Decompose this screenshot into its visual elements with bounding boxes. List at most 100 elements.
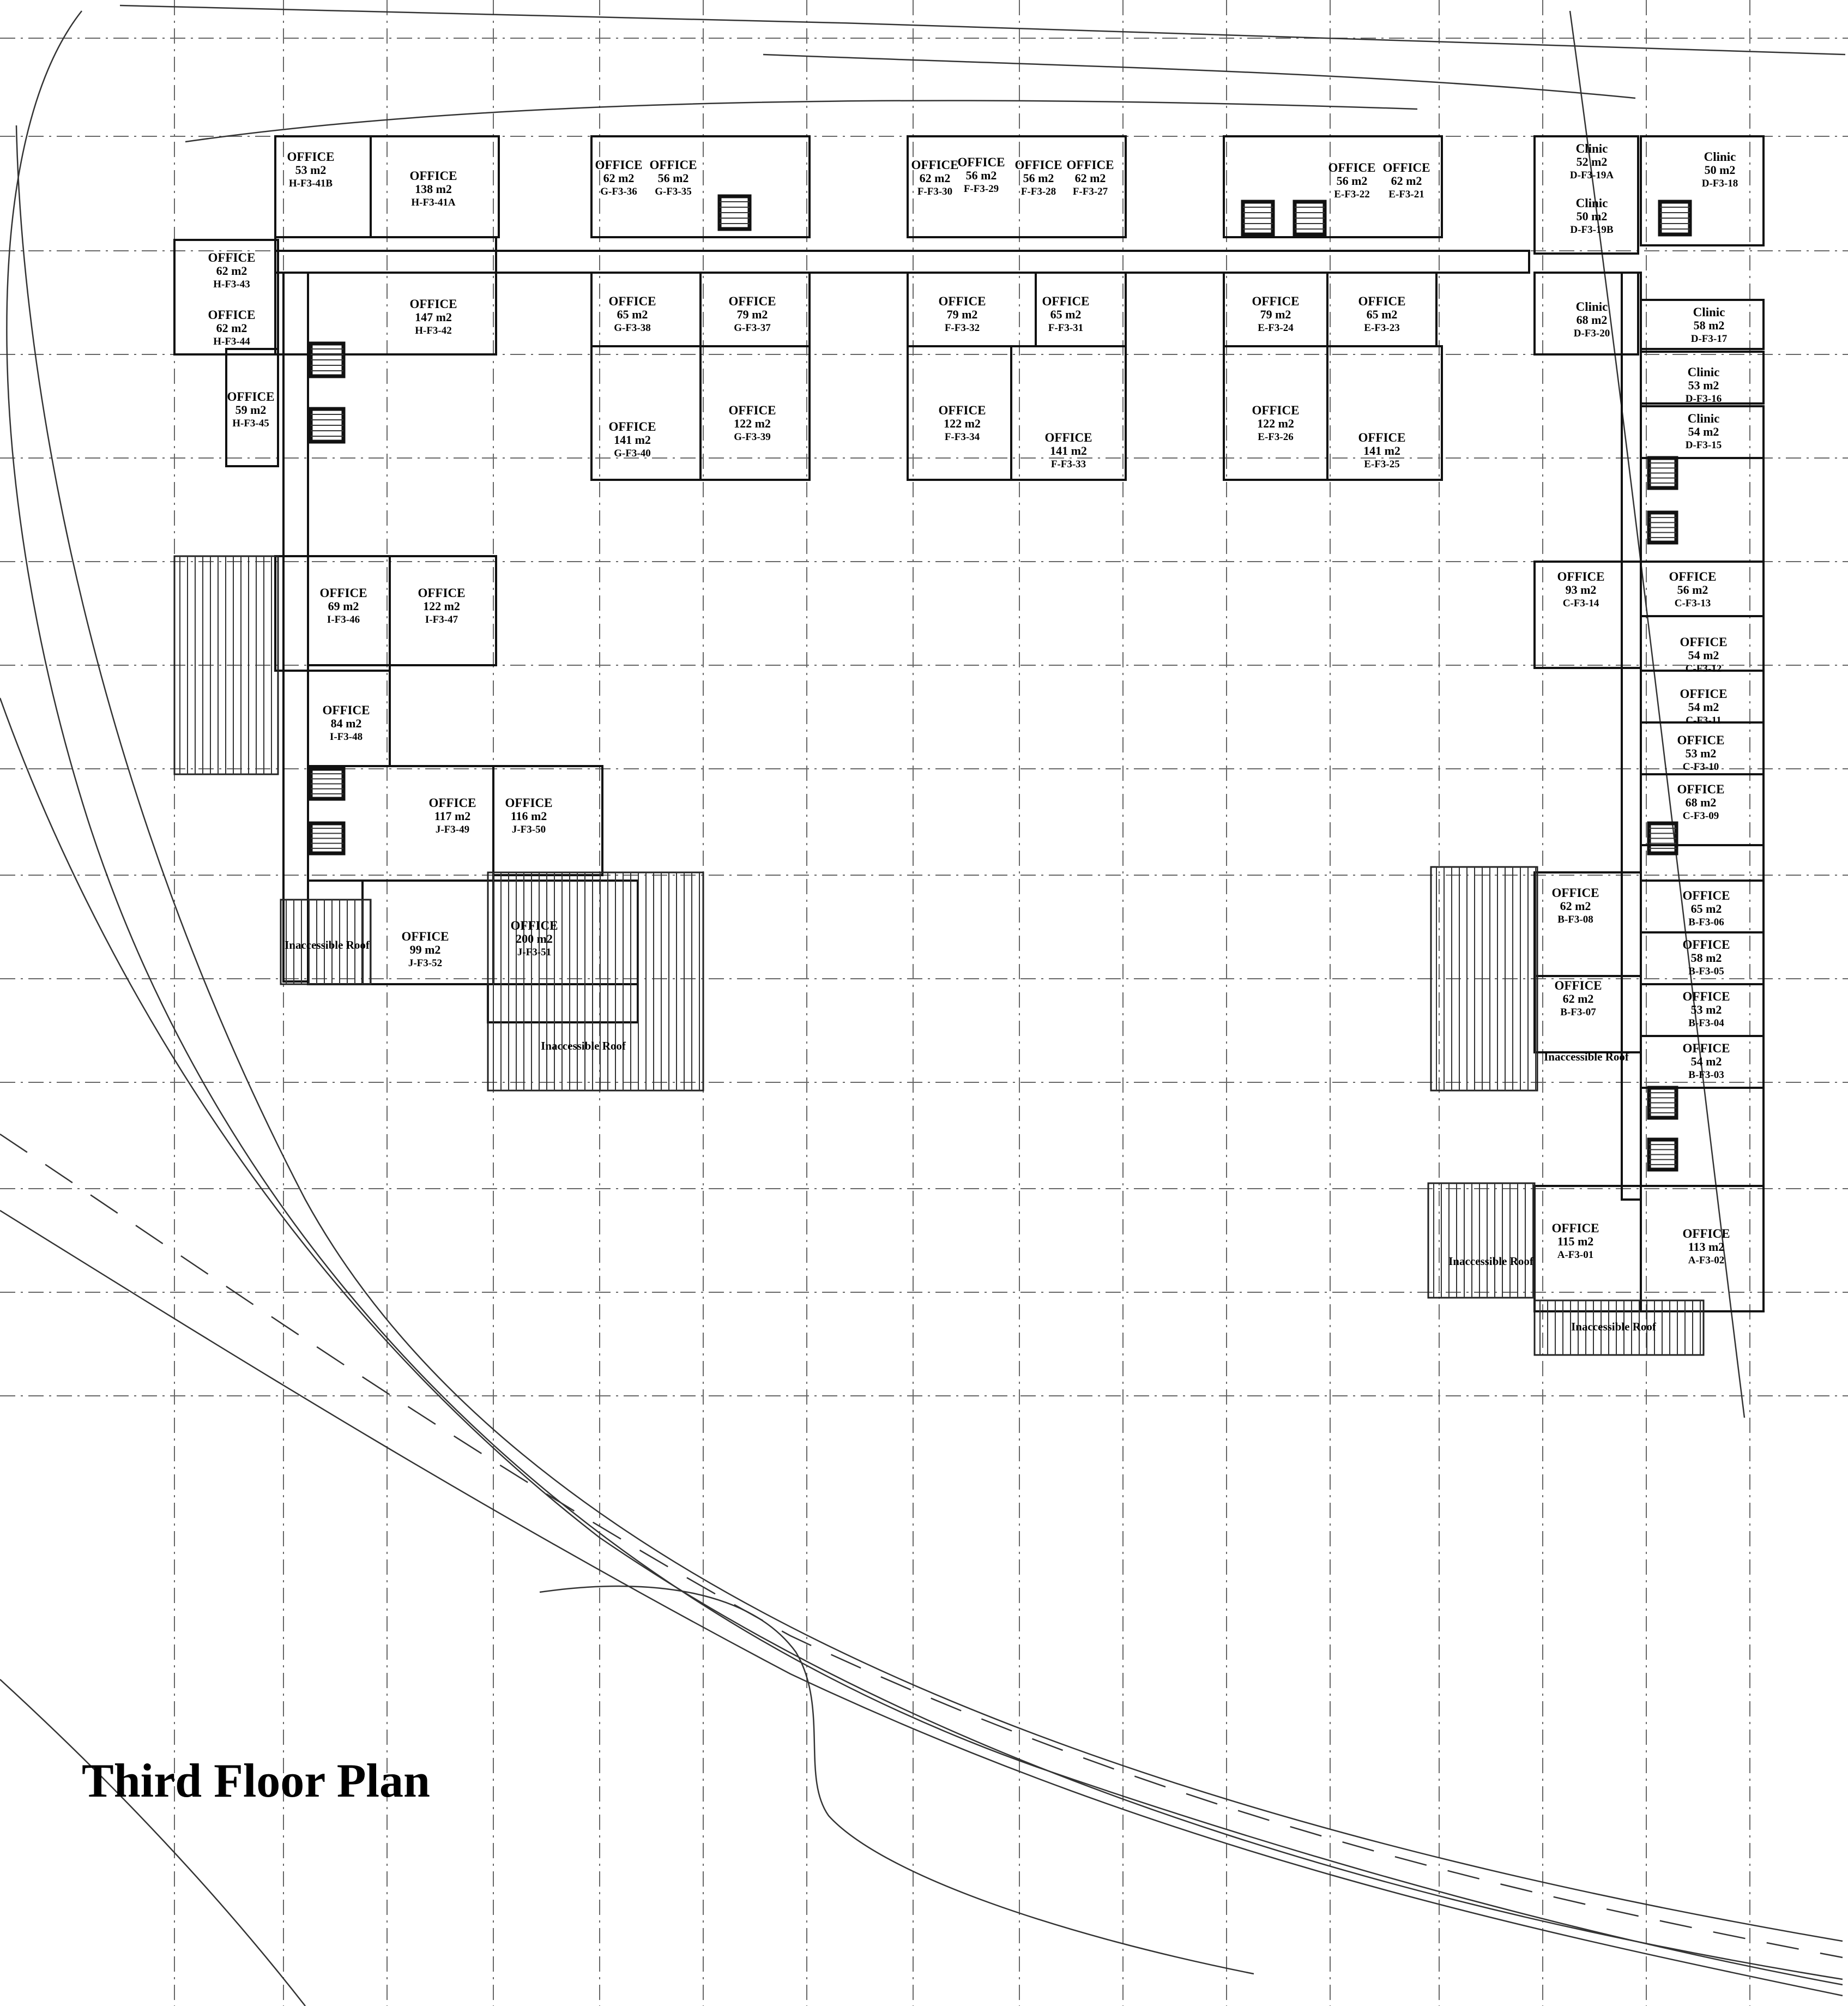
room-code: F-F3-31	[1048, 322, 1083, 334]
room-name: OFFICE	[958, 155, 1005, 169]
room-code: H-F3-43	[213, 279, 250, 290]
room-name: OFFICE	[1683, 1227, 1730, 1240]
room-wall	[1640, 1185, 1765, 1312]
room-code: F-F3-34	[945, 431, 980, 443]
room-name: OFFICE	[729, 294, 776, 308]
room-name: OFFICE	[418, 586, 466, 600]
roof-label: Inaccessible Roof	[1571, 1320, 1657, 1333]
room-code: G-F3-37	[734, 322, 771, 334]
room-code: F-F3-28	[1021, 186, 1056, 197]
room-code: A-F3-01	[1557, 1249, 1593, 1261]
roof-area	[1427, 1182, 1536, 1299]
room-wall	[282, 272, 309, 983]
room-name: OFFICE	[1683, 1041, 1730, 1055]
room-wall	[590, 135, 811, 238]
room-code: G-F3-40	[614, 448, 651, 459]
room-wall	[699, 345, 811, 481]
room-wall	[274, 236, 497, 356]
room-name: OFFICE	[323, 703, 370, 717]
room-code: J-F3-52	[408, 957, 442, 969]
room-area: 68 m2	[1577, 313, 1608, 327]
room-code: H-F3-42	[415, 325, 452, 336]
room-area: 54 m2	[1688, 700, 1719, 714]
room-area: 62 m2	[920, 171, 951, 185]
room-name: OFFICE	[1042, 294, 1090, 308]
room-area: 65 m2	[1050, 308, 1082, 321]
room-area: 53 m2	[1691, 1003, 1722, 1016]
room-area: 56 m2	[966, 168, 997, 182]
room-name: OFFICE	[208, 251, 256, 264]
room-name: OFFICE	[227, 390, 275, 403]
building-outline	[173, 135, 1765, 1312]
room-area: 141 m2	[1363, 444, 1400, 457]
room-area: 79 m2	[947, 308, 978, 321]
room-code: B-F3-03	[1688, 1069, 1724, 1081]
room-code: E-F3-25	[1364, 459, 1399, 470]
room-area: 62 m2	[1075, 171, 1106, 185]
room-area: 122 m2	[734, 417, 771, 430]
room-code: J-F3-50	[512, 824, 546, 835]
room-code: D-F3-17	[1691, 333, 1728, 345]
room-area: 84 m2	[331, 716, 362, 730]
room-area: 50 m2	[1705, 163, 1736, 177]
room-area: 62 m2	[216, 321, 247, 335]
room-code: C-F3-12	[1686, 663, 1722, 674]
room-area: 115 m2	[1557, 1234, 1594, 1248]
room-area: 79 m2	[737, 308, 768, 321]
room-name: OFFICE	[1683, 889, 1730, 902]
room-wall	[1621, 272, 1642, 1201]
room-code: E-F3-23	[1364, 322, 1399, 334]
room-name: OFFICE	[729, 403, 776, 417]
room-area: 116 m2	[511, 809, 547, 823]
room-code: D-F3-19B	[1570, 224, 1613, 236]
room-code: E-F3-26	[1258, 431, 1293, 443]
room-area: 69 m2	[328, 599, 359, 613]
room-name: Clinic	[1688, 412, 1720, 425]
room-area: 68 m2	[1686, 796, 1717, 809]
room-name: OFFICE	[609, 420, 656, 433]
room-wall	[225, 348, 279, 467]
roof-label: Inaccessible Roof	[1544, 1050, 1629, 1063]
site-road-curves	[0, 4, 1846, 2006]
room-wall	[1223, 135, 1443, 238]
room-area: 53 m2	[295, 163, 327, 177]
room-code: H-F3-41B	[289, 178, 333, 189]
room-code: I-F3-46	[327, 614, 360, 625]
room-area: 54 m2	[1688, 425, 1719, 438]
room-name: OFFICE	[1669, 570, 1717, 583]
room-name: OFFICE	[1358, 431, 1406, 444]
room-code: D-F3-16	[1686, 393, 1722, 405]
plan-title: Third Floor Plan	[82, 1755, 430, 1808]
room-area: 138 m2	[415, 182, 452, 196]
room-code: J-F3-49	[436, 824, 469, 835]
room-name: OFFICE	[1683, 938, 1730, 951]
room-code: B-F3-04	[1688, 1017, 1724, 1029]
roof-area	[1430, 866, 1538, 1092]
room-area: 113 m2	[1688, 1240, 1725, 1254]
room-name: OFFICE	[1552, 1221, 1599, 1235]
room-area: 122 m2	[423, 599, 460, 613]
room-name: OFFICE	[939, 294, 986, 308]
